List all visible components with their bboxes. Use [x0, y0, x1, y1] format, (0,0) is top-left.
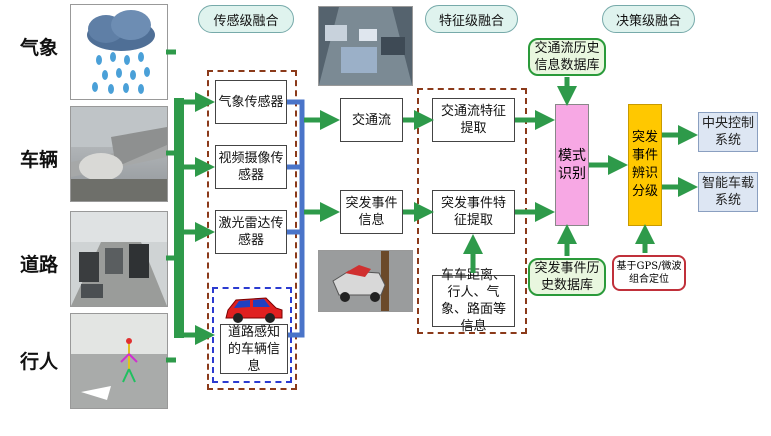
road-traffic-photo — [70, 211, 168, 307]
pedestrian-photo — [70, 313, 168, 409]
incident-classification-box: 突发事件辨识分级 — [628, 104, 662, 226]
vehicle-system-box: 智能车载系统 — [698, 172, 758, 212]
weather-sensor-box: 气象传感器 — [215, 80, 287, 124]
label-weather: 气象 — [20, 37, 59, 59]
label-vehicle: 车辆 — [20, 149, 59, 171]
red-car-icon — [222, 290, 286, 324]
pattern-recognition-box: 模式识别 — [555, 104, 589, 226]
incident-feature-box: 突发事件特征提取 — [432, 190, 515, 234]
incident-classification-label: 突发事件辨识分级 — [631, 130, 658, 199]
tunnel-camera-photo — [318, 6, 413, 86]
accident-scene-image — [318, 250, 413, 312]
extra-info-box: 车车距离、行人、气象、路面等信息 — [432, 268, 515, 334]
lidar-sensor-box: 激光雷达传感器 — [215, 210, 287, 254]
incident-history-db: 突发事件历史数据库 — [528, 258, 606, 296]
traffic-flow-box: 交通流 — [340, 98, 403, 142]
label-pedestrian: 行人 — [20, 351, 59, 373]
traffic-flow-feature-box: 交通流特征提取 — [432, 98, 515, 142]
left-bus-bar — [174, 98, 184, 338]
video-camera-sensor-box: 视频摄像传感器 — [215, 145, 287, 189]
stage-decision-fusion: 决策级融合 — [602, 5, 695, 33]
stage-feature-fusion: 特征级融合 — [425, 5, 518, 33]
incident-info-box: 突发事件信息 — [340, 190, 403, 234]
gps-positioning-box: 基于GPS/微波组合定位 — [612, 255, 686, 291]
road-vehicle-info-box: 道路感知的车辆信息 — [220, 324, 288, 374]
stage-sensor-fusion: 传感级融合 — [198, 5, 294, 33]
central-control-box: 中央控制系统 — [698, 112, 758, 152]
vehicle-accident-photo — [70, 106, 168, 202]
label-road: 道路 — [20, 254, 59, 276]
pattern-recognition-label: 模式识别 — [558, 148, 586, 182]
gps-positioning-label: 基于GPS/微波组合定位 — [616, 261, 682, 285]
traffic-history-db: 交通流历史信息数据库 — [528, 38, 606, 76]
